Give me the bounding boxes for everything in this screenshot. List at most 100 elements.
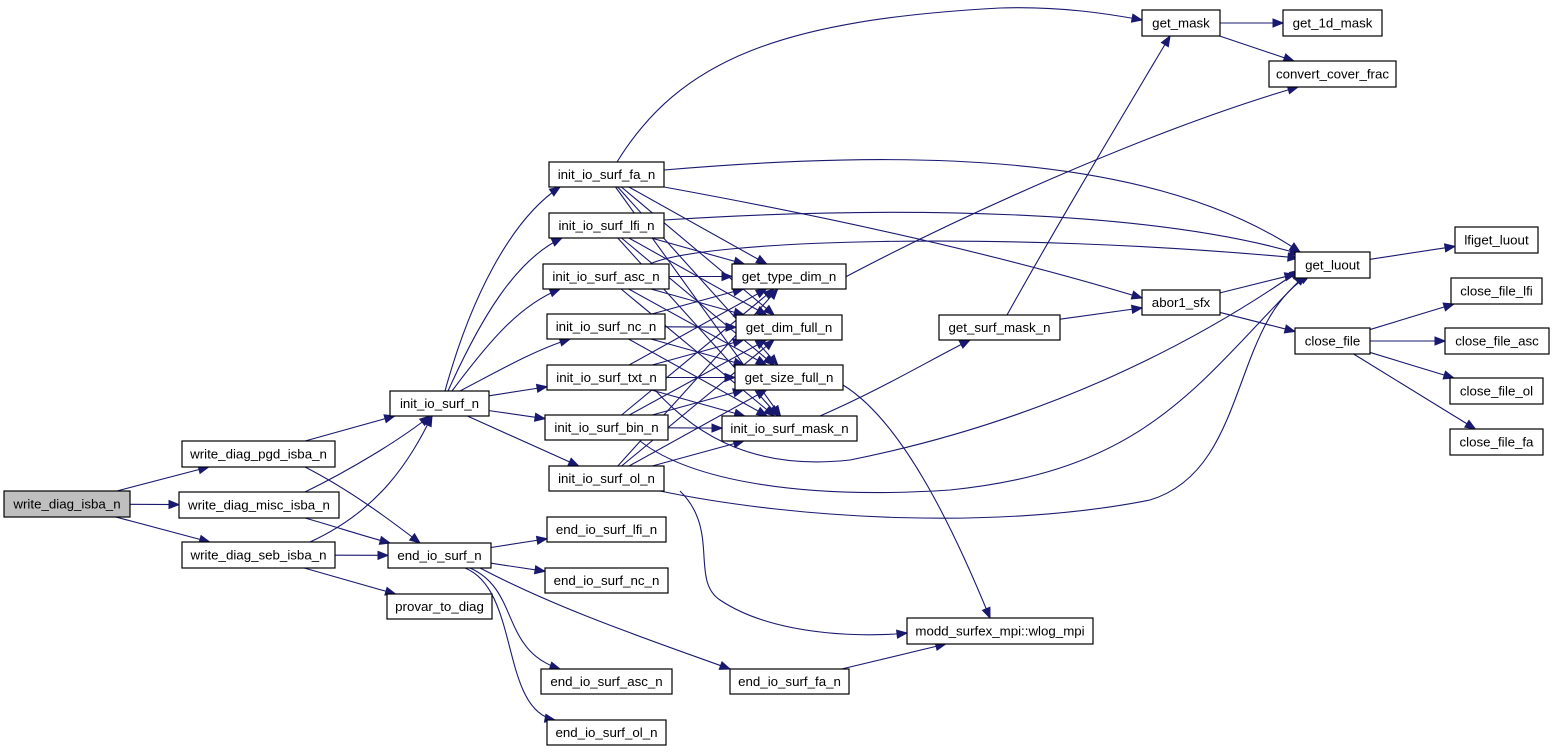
node-box[interactable]: [548, 161, 665, 188]
node-modd-surfex-mpi-wlog-mpi[interactable]: modd_surfex_mpi::wlog_mpi: [906, 617, 1094, 645]
node-box[interactable]: [1268, 60, 1397, 88]
node-box[interactable]: [387, 542, 492, 569]
node-close-file-asc[interactable]: close_file_asc: [1444, 327, 1550, 355]
node-end-io-surf-n[interactable]: end_io_surf_n: [387, 542, 492, 569]
edge-write-diag-misc-isba-n-to-end-io-surf-n: [304, 517, 391, 544]
node-abor1-sfx[interactable]: abor1_sfx: [1141, 289, 1221, 316]
node-box[interactable]: [178, 491, 340, 519]
node-label: get_surf_mask_n: [949, 320, 1051, 335]
node-get-size-full-n[interactable]: get_size_full_n: [734, 364, 844, 391]
edge-close-file-to-close-file-asc-arrowhead: [1434, 336, 1447, 346]
node-get-surf-mask-n[interactable]: get_surf_mask_n: [938, 314, 1061, 341]
edge-init-io-surf-ol-n-to-init-io-surf-mask-n: [652, 440, 744, 467]
node-box[interactable]: [721, 415, 858, 442]
node-label: modd_surfex_mpi::wlog_mpi: [915, 624, 1084, 639]
node-lfiget-luout[interactable]: lfiget_luout: [1454, 226, 1539, 254]
edge-init-io-surf-lfi-n-to-get-luout: [663, 211, 1301, 255]
node-end-io-surf-nc-n[interactable]: end_io_surf_nc_n: [544, 567, 669, 594]
node-init-io-surf-nc-n[interactable]: init_io_surf_nc_n: [546, 313, 666, 340]
node-get-1d-mask[interactable]: get_1d_mask: [1282, 9, 1383, 37]
node-box[interactable]: [938, 314, 1061, 341]
node-box[interactable]: [181, 440, 336, 468]
node-box[interactable]: [540, 668, 673, 695]
node-box[interactable]: [1294, 327, 1371, 355]
node-box[interactable]: [1449, 377, 1544, 405]
node-box[interactable]: [1141, 289, 1221, 316]
node-init-io-surf-fa-n[interactable]: init_io_surf_fa_n: [548, 161, 665, 188]
node-close-file[interactable]: close_file: [1294, 327, 1371, 355]
edge-init-io-surf-ol-n-to-modd-surfex-mpi-wlog-mpi-arrowhead: [896, 629, 909, 639]
edge-write-diag-isba-n-to-write-diag-misc-isba-n-arrowhead: [168, 499, 181, 510]
node-box[interactable]: [546, 516, 667, 543]
node-end-io-surf-ol-n[interactable]: end_io_surf_ol_n: [546, 719, 667, 746]
node-get-luout[interactable]: get_luout: [1294, 251, 1371, 279]
node-init-io-surf-ol-n[interactable]: init_io_surf_ol_n: [548, 465, 665, 492]
node-box[interactable]: [544, 414, 669, 441]
node-box[interactable]: [1141, 9, 1221, 37]
node-box[interactable]: [548, 212, 665, 239]
edge-init-io-surf-ol-n-to-get-size-full-n: [628, 389, 767, 467]
node-close-file-ol[interactable]: close_file_ol: [1449, 377, 1544, 405]
node-label: end_io_surf_ol_n: [555, 725, 657, 740]
node-label: close_file_asc: [1455, 334, 1539, 349]
node-box[interactable]: [542, 263, 670, 290]
node-box[interactable]: [3, 490, 131, 518]
node-box[interactable]: [906, 617, 1094, 645]
node-label: lfiget_luout: [1464, 233, 1529, 248]
node-box[interactable]: [731, 263, 847, 290]
node-write-diag-pgd-isba-n[interactable]: write_diag_pgd_isba_n: [181, 440, 336, 468]
edge-close-file-to-close-file-lfi: [1369, 303, 1455, 331]
edge-init-io-surf-bin-n-to-init-io-surf-mask-n-arrowhead: [711, 423, 724, 433]
node-box[interactable]: [548, 465, 665, 492]
node-box[interactable]: [386, 593, 493, 620]
node-provar-to-diag[interactable]: provar_to_diag: [386, 593, 493, 620]
edge-init-io-surf-nc-n-to-init-io-surf-mask-n-arrowhead: [755, 406, 769, 417]
node-end-io-surf-fa-n[interactable]: end_io_surf_fa_n: [729, 668, 850, 695]
node-label: init_io_surf_bin_n: [554, 420, 658, 435]
node-box[interactable]: [546, 313, 666, 340]
node-end-io-surf-lfi-n[interactable]: end_io_surf_lfi_n: [546, 516, 667, 543]
node-init-io-surf-bin-n[interactable]: init_io_surf_bin_n: [544, 414, 669, 441]
node-write-diag-seb-isba-n[interactable]: write_diag_seb_isba_n: [181, 541, 336, 569]
edge-init-io-surf-fa-n-to-get-type-dim-n-arrowhead: [755, 254, 768, 265]
node-init-io-surf-asc-n[interactable]: init_io_surf_asc_n: [542, 263, 670, 290]
node-box[interactable]: [1454, 226, 1539, 254]
node-write-diag-isba-n[interactable]: write_diag_isba_n: [3, 490, 131, 518]
node-convert-cover-frac[interactable]: convert_cover_frac: [1268, 60, 1397, 88]
edge-init-io-surf-lfi-n-to-get-type-dim-n: [651, 237, 745, 265]
edge-init-io-surf-n-to-init-io-surf-asc-n: [451, 288, 561, 392]
node-init-io-surf-n[interactable]: init_io_surf_n: [389, 390, 490, 417]
edge-get-size-full-n-to-modd-surfex-mpi-wlog-mpi-arrowhead: [981, 606, 991, 620]
node-box[interactable]: [1449, 428, 1544, 456]
node-get-type-dim-n[interactable]: get_type_dim_n: [731, 263, 847, 290]
node-label: close_file_lfi: [1460, 284, 1532, 299]
node-label: init_io_surf_fa_n: [558, 167, 656, 182]
node-box[interactable]: [1444, 327, 1550, 355]
node-end-io-surf-asc-n[interactable]: end_io_surf_asc_n: [540, 668, 673, 695]
edge-init-io-surf-txt-n-to-get-size-full-n-arrowhead: [724, 372, 737, 383]
node-close-file-lfi[interactable]: close_file_lfi: [1450, 277, 1543, 305]
node-get-dim-full-n[interactable]: get_dim_full_n: [735, 314, 843, 341]
node-box[interactable]: [546, 719, 667, 746]
node-init-io-surf-mask-n[interactable]: init_io_surf_mask_n: [721, 415, 858, 442]
node-box[interactable]: [544, 567, 669, 594]
node-box[interactable]: [734, 364, 844, 391]
node-box[interactable]: [181, 541, 336, 569]
node-label: get_type_dim_n: [742, 269, 837, 284]
node-box[interactable]: [1294, 251, 1371, 279]
node-label: end_io_surf_n: [397, 548, 481, 563]
edge-write-diag-pgd-isba-n-to-init-io-surf-n: [304, 415, 395, 442]
node-box[interactable]: [546, 364, 667, 391]
edge-get-mask-to-convert-cover-frac: [1219, 35, 1295, 62]
node-box[interactable]: [735, 314, 843, 341]
node-box[interactable]: [389, 390, 490, 417]
node-get-mask[interactable]: get_mask: [1141, 9, 1221, 37]
node-write-diag-misc-isba-n[interactable]: write_diag_misc_isba_n: [178, 491, 340, 519]
node-box[interactable]: [1282, 9, 1383, 37]
node-box[interactable]: [729, 668, 850, 695]
node-init-io-surf-txt-n[interactable]: init_io_surf_txt_n: [546, 364, 667, 391]
node-box[interactable]: [1450, 277, 1543, 305]
node-close-file-fa[interactable]: close_file_fa: [1449, 428, 1544, 456]
node-init-io-surf-lfi-n[interactable]: init_io_surf_lfi_n: [548, 212, 665, 239]
